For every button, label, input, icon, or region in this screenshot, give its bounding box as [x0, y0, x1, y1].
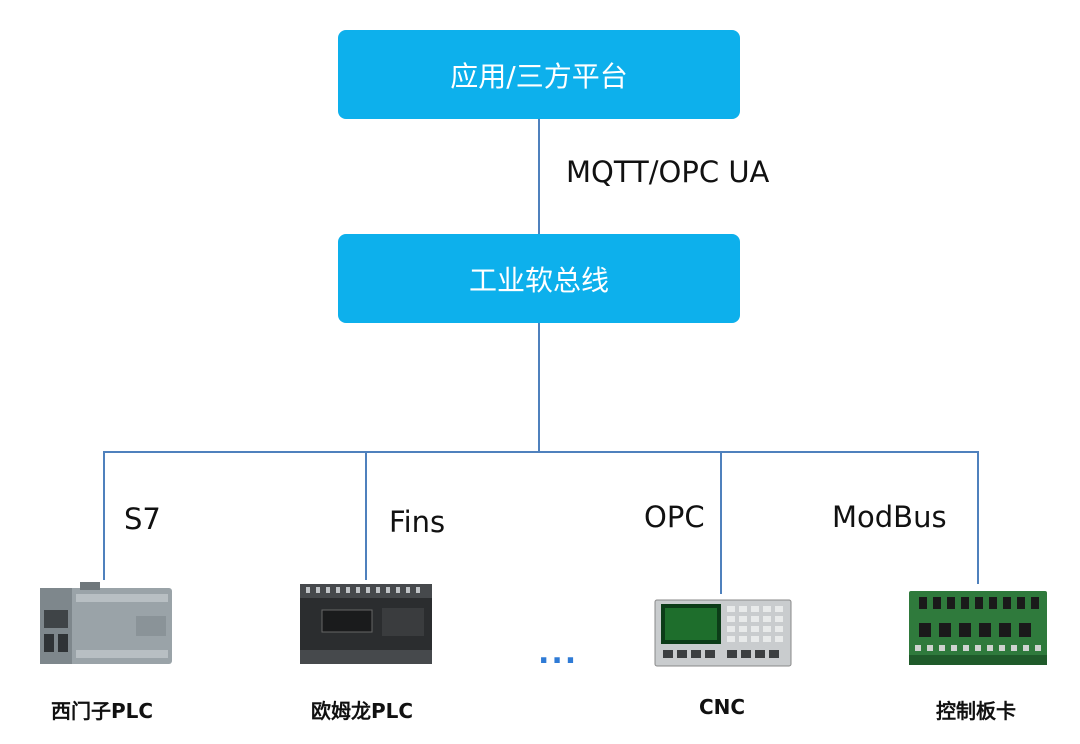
industrial-bus-node: 工业软总线	[338, 234, 740, 323]
app-platform-label: 应用/三方平台	[450, 59, 628, 93]
protocol-label-opc: OPC	[644, 500, 705, 534]
protocol-label-modbus: ModBus	[832, 500, 947, 534]
app-platform-node: 应用/三方平台	[338, 30, 740, 119]
device-label-cnc: CNC	[698, 695, 746, 719]
protocol-label-fins: Fins	[389, 505, 446, 539]
protocol-label-s7: S7	[124, 502, 161, 536]
device-label-omron: 欧姆龙PLC	[310, 699, 414, 723]
branch-opc	[720, 451, 722, 594]
branch-s7	[103, 451, 105, 580]
connector-top-to-bus	[538, 119, 540, 234]
branch-fins	[365, 451, 367, 580]
cnc-controller-image	[654, 599, 792, 667]
upper-protocol-label: MQTT/OPC UA	[566, 155, 770, 189]
siemens-plc-image	[40, 582, 172, 664]
horizontal-trunk	[103, 451, 979, 453]
branch-modbus	[977, 451, 979, 584]
control-board-image	[909, 591, 1047, 665]
device-label-control-board: 控制板卡	[936, 699, 1016, 723]
omron-plc-image	[300, 584, 432, 664]
industrial-bus-label: 工业软总线	[468, 263, 609, 297]
more-devices-ellipsis: ...	[538, 636, 579, 671]
connector-bus-to-trunk	[538, 323, 540, 452]
device-label-siemens: 西门子PLC	[50, 699, 154, 723]
